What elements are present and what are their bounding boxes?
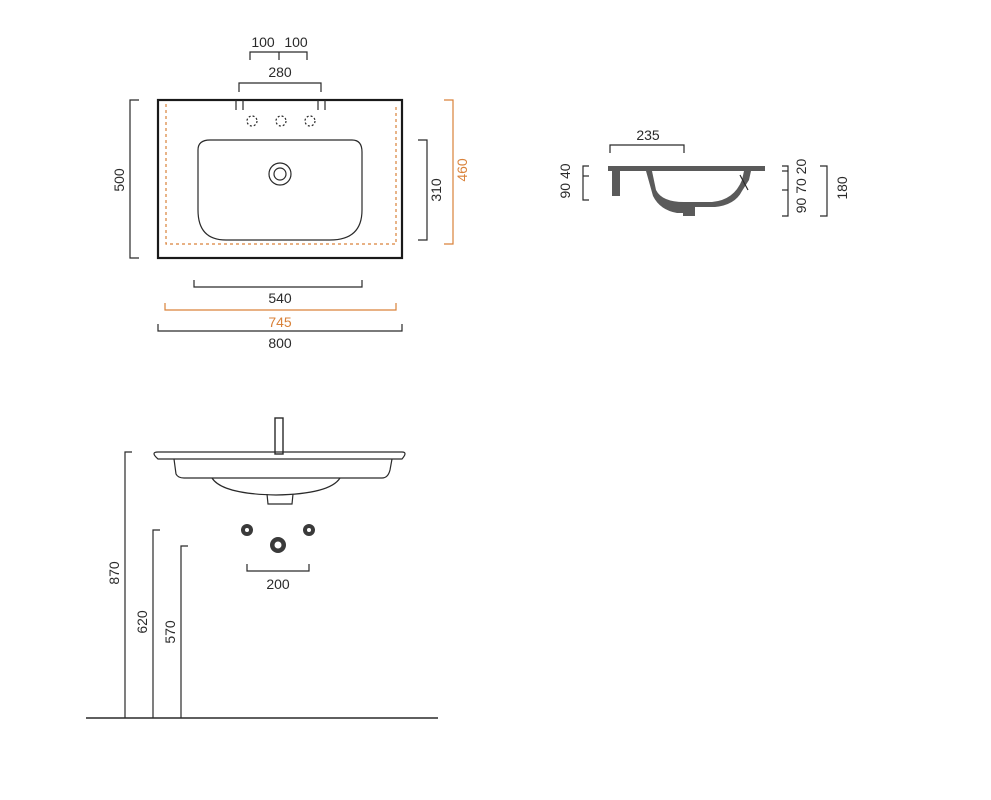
top-view: 100 100 280 500 310 460 540 745 800 bbox=[111, 34, 470, 351]
waste-stub bbox=[266, 493, 294, 505]
tap-hole-right bbox=[304, 115, 316, 127]
dim-line-bowl-depth bbox=[418, 139, 428, 241]
dim-waste-spacing: 200 bbox=[266, 576, 290, 592]
dim-line-depth bbox=[129, 99, 139, 259]
dim-section-bowl: 235 bbox=[636, 127, 660, 143]
dim-bowl-depth: 310 bbox=[428, 178, 444, 202]
tap-hole-left bbox=[246, 115, 258, 127]
dim-tap-span: 280 bbox=[268, 64, 292, 80]
faucet bbox=[274, 417, 284, 455]
dim-internal-depth: 460 bbox=[454, 158, 470, 182]
dim-line-waste-spacing bbox=[246, 564, 310, 572]
tap-hole-center bbox=[275, 115, 287, 127]
basin-body bbox=[173, 458, 393, 479]
dim-line-section-left bbox=[582, 165, 589, 201]
dim-line-section-bowl bbox=[609, 144, 685, 153]
bowl-underside bbox=[211, 477, 341, 496]
dim-line-internal-width bbox=[164, 303, 397, 311]
basin-outline bbox=[156, 98, 404, 260]
dim-height-570: 570 bbox=[162, 620, 178, 644]
dim-line-height-870 bbox=[124, 451, 132, 718]
dim-section-height: 180 bbox=[834, 176, 850, 200]
dim-overall-width: 800 bbox=[268, 335, 292, 351]
dim-depth: 500 bbox=[111, 168, 127, 192]
section-view: 235 90 40 90 70 20 180 bbox=[557, 127, 850, 217]
dim-tap-spacing-a: 100 bbox=[251, 34, 275, 50]
dim-line-section-right bbox=[782, 165, 789, 217]
dim-line-tap-span bbox=[238, 82, 322, 92]
dim-line-height-570 bbox=[180, 545, 188, 718]
front-view: 200 870 620 570 bbox=[86, 417, 438, 719]
dim-line-bowl-width bbox=[193, 280, 363, 288]
dim-section-left: 90 40 bbox=[557, 163, 573, 198]
dim-line-internal-depth bbox=[444, 99, 454, 245]
dim-internal-width: 745 bbox=[268, 314, 292, 330]
dim-height-620: 620 bbox=[134, 610, 150, 634]
drain-outer bbox=[268, 162, 292, 186]
internal-outline bbox=[165, 104, 397, 245]
drain-inner bbox=[273, 167, 287, 181]
basin-section-inner bbox=[652, 171, 744, 202]
bowl-outline bbox=[197, 139, 363, 241]
dim-section-right: 90 70 20 bbox=[793, 159, 809, 214]
dim-line-height-620 bbox=[152, 529, 160, 718]
basin-top bbox=[153, 451, 406, 460]
dim-height-870: 870 bbox=[106, 561, 122, 585]
dim-line-section-height bbox=[820, 165, 828, 217]
dim-bowl-width: 540 bbox=[268, 290, 292, 306]
dim-tap-spacing-b: 100 bbox=[284, 34, 308, 50]
dim-line-overall-width bbox=[157, 324, 403, 332]
